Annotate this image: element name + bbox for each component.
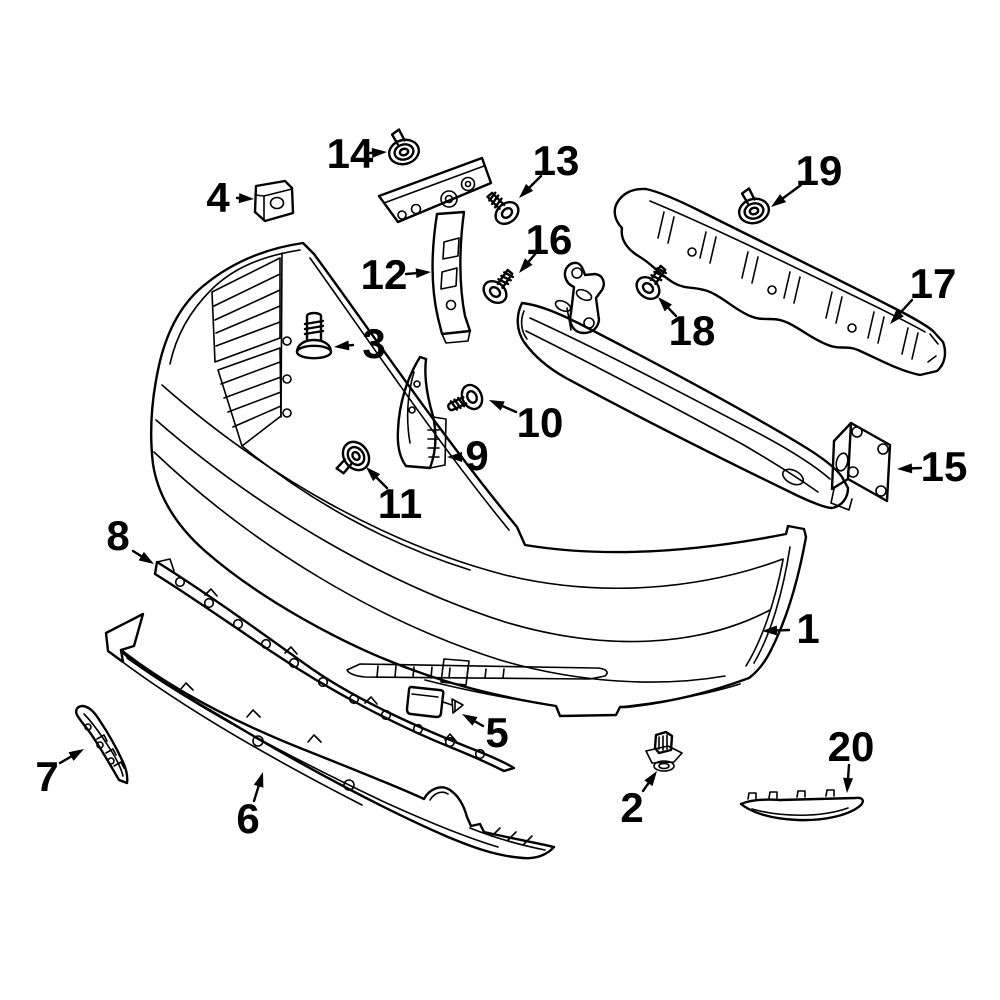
bolt-10-drawing — [442, 380, 488, 421]
callout-arrow-15 — [897, 463, 923, 474]
callout-arrow-10 — [489, 400, 518, 414]
part-callout-20-reflector[interactable]: 20 — [827, 723, 875, 770]
grommet-11-drawing — [327, 435, 376, 483]
callout-arrow-6 — [252, 772, 264, 803]
lower-valance-drawing — [104, 612, 556, 860]
retainer-clip-drawing — [253, 179, 295, 223]
callout-arrows — [58, 147, 923, 803]
screw-16-drawing — [478, 263, 522, 309]
part-callout-6-lower-valance[interactable]: 6 — [236, 795, 260, 842]
impact-absorber-drawing — [613, 187, 947, 377]
part-callout-13-screw[interactable]: 13 — [532, 137, 580, 184]
part-callout-14-push-clip[interactable]: 14 — [326, 130, 374, 177]
callout-arrow-20 — [843, 763, 854, 793]
callout-arrow-11 — [366, 467, 389, 490]
callout-arrow-4 — [235, 193, 254, 204]
part-callout-9-side-support-bracket[interactable]: 9 — [465, 432, 489, 479]
callout-arrow-19 — [771, 183, 803, 207]
part-callout-1-bumper-cover[interactable]: 1 — [796, 605, 820, 652]
tow-hook-cover-drawing — [405, 685, 464, 719]
push-clip-19-drawing — [732, 183, 773, 228]
part-callout-11-grommet[interactable]: 11 — [377, 480, 423, 527]
end-trim-strip-drawing — [75, 704, 129, 785]
clip-2-drawing — [645, 730, 683, 772]
trim-strip-drawing — [153, 558, 516, 773]
part-callout-5-tow-hook-cover[interactable]: 5 — [485, 709, 509, 756]
callout-arrow-14 — [368, 147, 387, 158]
part-callout-2-clip[interactable]: 2 — [620, 784, 644, 831]
callout-arrow-17 — [890, 298, 914, 324]
part-callout-4-retainer-clip[interactable]: 4 — [206, 174, 230, 221]
push-clip-14-drawing — [382, 124, 423, 169]
part-callout-18-screw[interactable]: 18 — [668, 307, 716, 354]
callout-arrow-2 — [641, 771, 657, 793]
part-callout-3-bolt[interactable]: 3 — [362, 320, 386, 367]
impact-bar-drawing — [516, 261, 892, 511]
bumper-cover-drawing — [150, 241, 808, 718]
callout-arrow-5 — [462, 714, 485, 728]
screw-13-drawing — [480, 184, 524, 230]
part-callout-10-bolt[interactable]: 10 — [516, 399, 564, 446]
callout-arrow-18 — [658, 297, 678, 318]
callout-arrow-9 — [447, 452, 464, 462]
callout-arrow-16 — [519, 251, 538, 273]
part-callout-16-screw[interactable]: 16 — [525, 216, 573, 263]
part-callout-19-push-clip[interactable]: 19 — [795, 147, 843, 194]
callout-arrow-7 — [58, 749, 84, 765]
callout-arrow-12 — [404, 268, 431, 279]
callout-arrow-8 — [131, 549, 154, 564]
reflector-drawing — [739, 789, 864, 822]
bolt-3-drawing — [295, 311, 333, 360]
mounting-bracket-drawing — [377, 156, 493, 344]
part-callout-15-impact-bar[interactable]: 15 — [920, 443, 968, 490]
part-callout-7-end-trim-strip[interactable]: 7 — [35, 753, 59, 800]
part-callout-17-impact-absorber[interactable]: 17 — [909, 260, 957, 307]
side-support-bracket-drawing — [396, 355, 447, 470]
part-callout-8-trim-strip[interactable]: 8 — [106, 512, 130, 559]
callout-arrow-1 — [762, 625, 791, 636]
callout-arrow-3 — [334, 340, 355, 351]
part-callout-12-mounting-bracket[interactable]: 12 — [360, 251, 408, 298]
callout-arrow-13 — [519, 174, 543, 198]
